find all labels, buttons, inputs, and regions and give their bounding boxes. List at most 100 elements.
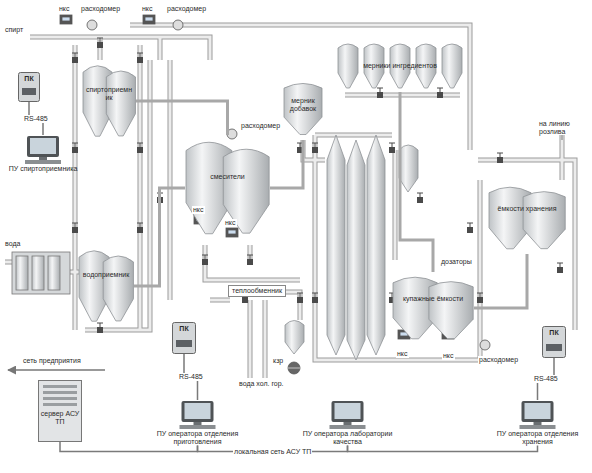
tank-shape [429,282,473,339]
filter-columns [285,135,418,360]
annotation-label: нкс [442,352,455,360]
pipes [5,25,575,378]
unit-outline [78,245,134,327]
unit-label: ПК [542,326,566,337]
monitor-frame [332,401,364,422]
valves [72,38,563,333]
valve-symbol [437,92,443,98]
annotation-label: нкс [224,219,237,227]
valve-symbol [137,147,143,153]
unit-label: ПК [172,322,196,333]
tank-group: купажные ёмкости [392,272,474,344]
tank-shape [442,44,462,88]
monitor-icon [8,135,78,165]
unit-label: сервер АСУ ТП [40,410,80,425]
controller-panel [546,344,562,351]
valve-handle [377,88,383,92]
unit-outline [82,60,136,142]
annotation-label: нкс [396,350,409,358]
monitor-icon [150,400,245,430]
tank-group: мерник добавок [282,78,324,140]
valve-handle [389,143,395,147]
annotation-label: на линию розлива [538,120,590,135]
annotation-label: кзр [272,357,284,365]
valve-handle [72,53,78,57]
operator-workstation: ПУ оператора отделения хранения [490,400,585,445]
monitor-screen [185,403,211,419]
connector-label: RS-485 [533,375,559,383]
connector-label: локальная сеть АСУ ТП [233,448,312,456]
water-treatment [12,252,70,294]
operator-workstation: ПУ оператора лаборатории качества [300,400,395,445]
valve-handle [312,143,318,147]
valve-symbol [242,297,248,303]
keyboard [330,425,366,429]
keyboard [520,425,556,429]
valve-handle [97,323,103,327]
valve-handle [137,143,143,147]
unit-label: ПУ оператора лаборатории качества [300,430,395,445]
process-box: теплообменник [228,285,286,297]
unit-label: водоприемник [80,271,132,279]
valve-handle [437,88,443,92]
tank-shape [338,44,358,88]
drive-bay [43,403,77,406]
valve-handle [97,38,103,42]
tank-group: ёмкости хранения [488,182,566,254]
tank-shape [106,71,135,136]
tank-group: спиртоприемник [82,60,136,142]
annotation-label: нкс [58,5,71,13]
annotation-label: расходомер [166,5,207,13]
valve-handle [477,293,483,297]
monitor-stand [39,157,47,160]
annotation-label: нкс [192,206,205,214]
monitor-stand [344,422,352,425]
connector-label: RS-485 [178,373,204,381]
valve-symbol [417,197,423,203]
monitor-icon [490,400,585,430]
pipe-line [136,101,228,135]
valve-symbol [247,259,253,265]
annotation-label: расходомер [80,5,121,13]
unit-label: купажные ёмкости [394,295,472,303]
valve-handle [497,153,503,157]
drive-bay [43,397,77,400]
unit-outline [392,272,474,344]
operator-workstation: ПУ оператора отделения приготовления [150,400,245,445]
valve-handle [137,223,143,227]
controller-case [543,327,566,358]
connector-label: RS-485 [23,115,49,123]
drive-bay [43,385,77,388]
tank-group: мерники ингредиентов [335,40,465,92]
unit-label: мерники ингредиентов [337,62,463,70]
keyboard [180,425,216,429]
monitor-frame [182,401,214,422]
tank-group: водоприемник [78,245,134,327]
valve-symbol [312,297,318,303]
annotation-label: сеть предприятия [22,357,82,365]
annotation-label: нкс [141,5,154,13]
valve-symbol [137,57,143,63]
network-line [348,445,538,451]
annotation-label: дозаторы [440,258,473,266]
unit-label: ПУ оператора отделения хранения [490,430,585,445]
pipe-line [270,140,303,188]
valve-symbol [477,297,483,303]
monitor-icon [300,400,395,430]
tank-shape [223,149,269,233]
controller-case [173,323,196,354]
controller-box: ПК [18,72,40,102]
valve-symbol [557,267,563,273]
controller-panel [22,88,36,95]
monitor-stand [534,422,542,425]
annotation-label: расходомер [240,122,281,130]
server-case [39,381,82,442]
valve-symbol [497,157,503,163]
pipe-line [474,254,527,308]
pipe-line [134,188,185,286]
valve-handle [557,263,563,267]
unit-label: ПУ спиртоприемника [8,165,78,173]
valve-symbol [389,147,395,153]
monitor-stand [194,422,202,425]
valve-symbol [72,147,78,153]
